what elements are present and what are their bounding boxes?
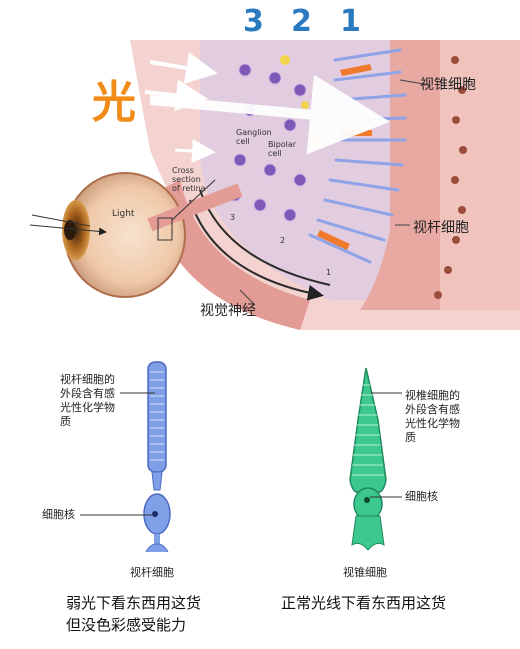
rod-caption: 视杆细胞 [130, 566, 174, 579]
small-number-1: 1 [326, 268, 332, 277]
optic-nerve-label: 视觉神经 [200, 303, 256, 319]
small-number-3: 3 [230, 213, 236, 222]
rod-nucleus-label: 细胞核 [42, 508, 75, 521]
eye-illustration [29, 172, 243, 298]
cone-cell-label: 视锥细胞 [420, 77, 476, 93]
cross-section-label: Cross section of retina [172, 166, 206, 193]
cone-outer-segment-label: 视椎细胞的 外段含有感 光性化学物 质 [405, 389, 460, 444]
ganglion-cell-label: Ganglion cell [236, 128, 272, 146]
top-illustration [29, 40, 520, 330]
eye-light-label: Light [112, 209, 135, 219]
cone-cell-illustration [349, 367, 402, 551]
bipolar-cell-label: Bipolar cell [268, 140, 297, 158]
rod-cell-illustration [80, 361, 171, 553]
rod-cell-label: 视杆细胞 [413, 220, 469, 236]
small-number-2: 2 [280, 236, 286, 245]
cone-nucleus-label: 细胞核 [405, 490, 438, 503]
cone-description: 正常光线下看东西用这货 [281, 594, 447, 612]
light-character: 光 [92, 77, 136, 128]
layer-number-3: 3 [243, 4, 264, 39]
layer-number-1: 1 [340, 4, 361, 39]
rod-outer-segment-label: 视杆细胞的 外段含有感 光性化学物 质 [60, 373, 115, 428]
rod-description: 弱光下看东西用这货 但没色彩感受能力 [66, 594, 202, 634]
cone-caption: 视锥细胞 [343, 566, 387, 579]
layer-number-2: 2 [291, 4, 312, 39]
